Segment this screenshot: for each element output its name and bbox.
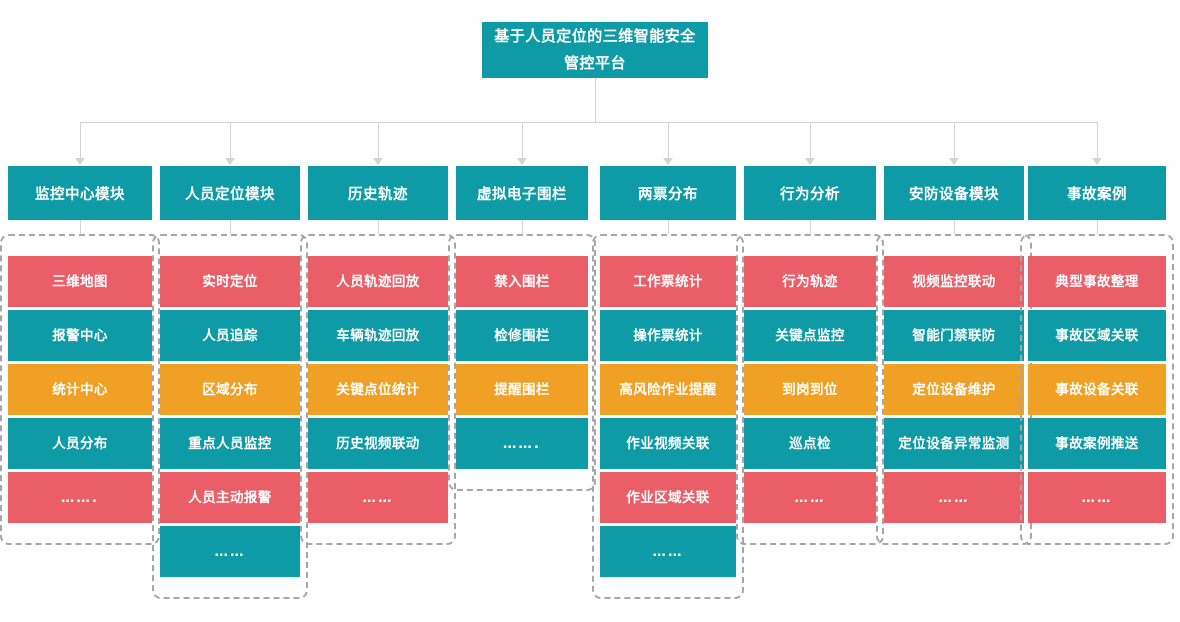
module-item[interactable]: 定位设备异常监测 (884, 418, 1024, 469)
connector-header-to-group-8 (1096, 220, 1098, 234)
module-group-box-2 (152, 234, 308, 599)
module-header-4[interactable]: 虚拟电子围栏 (456, 166, 588, 220)
module-item[interactable]: 人员分布 (8, 418, 152, 469)
module-item[interactable]: 定位设备维护 (884, 364, 1024, 415)
connector-header-to-group-7 (953, 220, 955, 234)
module-item[interactable]: 实时定位 (160, 256, 300, 307)
module-header-5[interactable]: 两票分布 (600, 166, 736, 220)
module-header-1[interactable]: 监控中心模块 (8, 166, 152, 220)
connector-header-to-group-4 (521, 220, 523, 234)
connector-arrow-8 (1092, 158, 1102, 165)
connector-drop-7 (953, 122, 955, 159)
connector-drop-2 (229, 122, 231, 159)
connector-arrow-6 (805, 158, 815, 165)
connector-header-to-group-3 (377, 220, 379, 234)
module-item[interactable]: 视频监控联动 (884, 256, 1024, 307)
module-item[interactable]: 典型事故整理 (1028, 256, 1166, 307)
module-group-box-6 (736, 234, 884, 545)
module-item[interactable]: 车辆轨迹回放 (308, 310, 448, 361)
connector-drop-1 (79, 122, 81, 159)
module-item[interactable]: 历史视频联动 (308, 418, 448, 469)
module-header-8[interactable]: 事故案例 (1028, 166, 1166, 220)
connector-trunk-horizontal (80, 122, 1097, 123)
module-item[interactable]: 统计中心 (8, 364, 152, 415)
connector-arrow-3 (373, 158, 383, 165)
module-item[interactable]: 提醒围栏 (456, 364, 588, 415)
module-item[interactable]: 作业区域关联 (600, 472, 736, 523)
module-item[interactable]: 事故区域关联 (1028, 310, 1166, 361)
module-item[interactable]: 巡点检 (744, 418, 876, 469)
module-item[interactable]: ……. (456, 418, 588, 469)
connector-arrow-7 (949, 158, 959, 165)
module-item[interactable]: …… (160, 526, 300, 577)
module-item[interactable]: 操作票统计 (600, 310, 736, 361)
module-item[interactable]: …… (1028, 472, 1166, 523)
connector-arrow-5 (663, 158, 673, 165)
module-group-box-3 (300, 234, 456, 545)
module-item[interactable]: 关键点位统计 (308, 364, 448, 415)
connector-arrow-1 (75, 158, 85, 165)
module-item[interactable]: …… (744, 472, 876, 523)
connector-header-to-group-1 (79, 220, 81, 234)
connector-header-to-group-5 (667, 220, 669, 234)
module-item[interactable]: 三维地图 (8, 256, 152, 307)
module-header-7[interactable]: 安防设备模块 (884, 166, 1024, 220)
module-header-2[interactable]: 人员定位模块 (160, 166, 300, 220)
connector-trunk-vertical (594, 78, 596, 122)
module-item[interactable]: 关键点监控 (744, 310, 876, 361)
module-group-box-4 (448, 234, 596, 491)
module-item[interactable]: 事故案例推送 (1028, 418, 1166, 469)
module-item[interactable]: ……. (8, 472, 152, 523)
module-header-3[interactable]: 历史轨迹 (308, 166, 448, 220)
module-header-6[interactable]: 行为分析 (744, 166, 876, 220)
connector-arrow-2 (225, 158, 235, 165)
connector-drop-5 (667, 122, 669, 159)
module-item[interactable]: 人员主动报警 (160, 472, 300, 523)
platform-title-node: 基于人员定位的三维智能安全管控平台 (482, 22, 708, 78)
module-item[interactable]: 重点人员监控 (160, 418, 300, 469)
connector-drop-3 (377, 122, 379, 159)
module-item[interactable]: 报警中心 (8, 310, 152, 361)
module-group-box-8 (1020, 234, 1174, 545)
module-item[interactable]: 人员追踪 (160, 310, 300, 361)
module-group-box-1 (0, 234, 160, 545)
module-item[interactable]: 行为轨迹 (744, 256, 876, 307)
connector-header-to-group-2 (229, 220, 231, 234)
module-item[interactable]: 禁入围栏 (456, 256, 588, 307)
module-item[interactable]: 作业视频关联 (600, 418, 736, 469)
module-item[interactable]: …… (308, 472, 448, 523)
module-item[interactable]: 事故设备关联 (1028, 364, 1166, 415)
module-item[interactable]: 高风险作业提醒 (600, 364, 736, 415)
module-item[interactable]: …… (600, 526, 736, 577)
module-item[interactable]: 工作票统计 (600, 256, 736, 307)
module-item[interactable]: 人员轨迹回放 (308, 256, 448, 307)
module-group-box-5 (592, 234, 744, 599)
module-item[interactable]: …… (884, 472, 1024, 523)
module-item[interactable]: 智能门禁联防 (884, 310, 1024, 361)
connector-drop-6 (809, 122, 811, 159)
module-item[interactable]: 区域分布 (160, 364, 300, 415)
connector-header-to-group-6 (809, 220, 811, 234)
module-item[interactable]: 检修围栏 (456, 310, 588, 361)
connector-drop-4 (521, 122, 523, 159)
module-item[interactable]: 到岗到位 (744, 364, 876, 415)
connector-arrow-4 (517, 158, 527, 165)
connector-drop-8 (1096, 122, 1098, 159)
